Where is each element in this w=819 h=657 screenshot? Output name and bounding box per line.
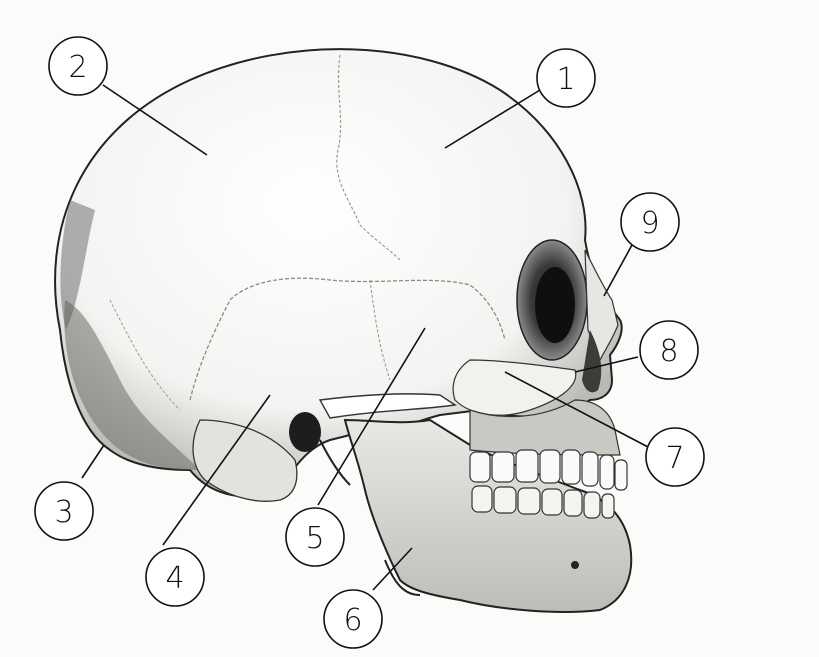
callout-2-label: 2 <box>68 50 87 85</box>
callout-9-label: 9 <box>640 206 659 241</box>
callout-1-label: 1 <box>556 62 575 97</box>
leader-line-3 <box>82 445 104 478</box>
callout-4-label: 4 <box>165 561 184 596</box>
external-acoustic-meatus <box>289 412 321 452</box>
leader-line-9 <box>604 245 632 296</box>
callout-7-label: 7 <box>665 441 684 476</box>
callout-8-label: 8 <box>659 334 678 369</box>
callout-5-label: 5 <box>305 521 324 556</box>
callout-3-label: 3 <box>54 495 73 530</box>
callout-6-label: 6 <box>343 603 362 638</box>
